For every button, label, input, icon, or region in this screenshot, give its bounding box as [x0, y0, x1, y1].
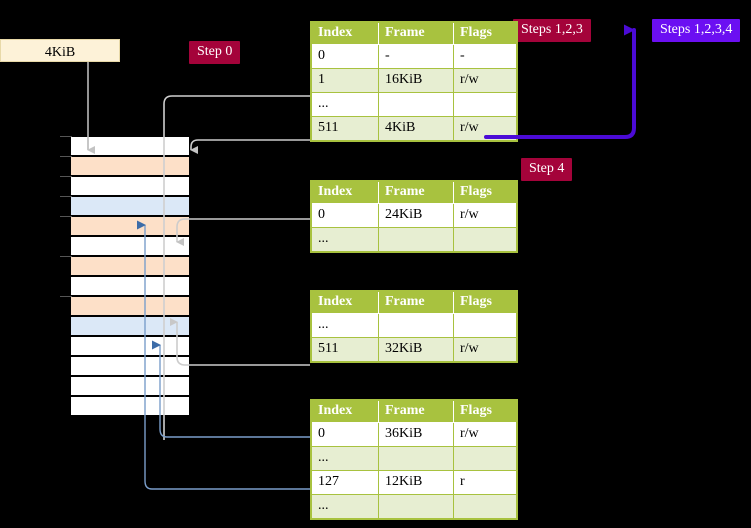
column-header-frame: Frame — [378, 290, 454, 314]
memory-frame-row — [70, 136, 190, 156]
memory-frame-row — [70, 376, 190, 396]
memory-frame-row — [70, 176, 190, 196]
column-header-flags: Flags — [453, 180, 518, 204]
table-cell: 12KiB — [378, 470, 454, 495]
column-header-index: Index — [310, 399, 379, 423]
table-cell: 511 — [310, 337, 379, 363]
table-cell: 4KiB — [378, 116, 454, 142]
table-cell: ... — [310, 92, 379, 117]
table-cell — [453, 446, 518, 471]
memory-size-label: 4KiB — [0, 39, 120, 62]
table-cell — [453, 227, 518, 253]
column-header-flags: Flags — [453, 21, 518, 45]
memory-frame-row — [70, 156, 190, 176]
table-row: ... — [310, 227, 518, 253]
table-cell: 0 — [310, 422, 379, 447]
column-header-frame: Frame — [378, 180, 454, 204]
table-cell: r/w — [453, 422, 518, 447]
table-row: ... — [310, 92, 518, 117]
table-cell: - — [378, 44, 454, 69]
column-header-index: Index — [310, 180, 379, 204]
memory-frame-row — [70, 336, 190, 356]
table-cell: 511 — [310, 116, 379, 142]
table-cell: 127 — [310, 470, 379, 495]
column-header-flags: Flags — [453, 290, 518, 314]
table-cell: ... — [310, 446, 379, 471]
memory-scale-tick — [60, 136, 72, 137]
table-cell: 32KiB — [378, 337, 454, 363]
column-header-index: Index — [310, 290, 379, 314]
table-cell: 0 — [310, 203, 379, 228]
table-cell: 24KiB — [378, 203, 454, 228]
table-cell: ... — [310, 313, 379, 338]
memory-frame-row — [70, 396, 190, 416]
connector-table2-to-memory — [170, 318, 310, 366]
table-cell: 1 — [310, 68, 379, 93]
table-cell: r/w — [453, 203, 518, 228]
table-row: ... — [310, 313, 518, 338]
memory-scale-tick — [60, 176, 72, 177]
column-header-index: Index — [310, 21, 379, 45]
column-header-flags: Flags — [453, 399, 518, 423]
memory-scale-tick — [60, 256, 72, 257]
table-row: ... — [310, 446, 518, 471]
column-header-frame: Frame — [378, 21, 454, 45]
memory-frame-row — [70, 276, 190, 296]
memory-frame-row — [70, 256, 190, 276]
table-row: 0-- — [310, 44, 518, 69]
memory-frame-row — [70, 216, 190, 236]
step-4-badge: Step 4 — [521, 158, 573, 181]
memory-scale-tick — [60, 216, 72, 217]
memory-frame-row — [70, 236, 190, 256]
physical-memory-column — [70, 136, 190, 416]
column-header-frame: Frame — [378, 399, 454, 423]
table-cell: ... — [310, 494, 379, 520]
table-cell: r — [453, 470, 518, 495]
table-cell: r/w — [453, 116, 518, 142]
table-row: ... — [310, 494, 518, 520]
table-cell — [453, 313, 518, 338]
table-cell: - — [453, 44, 518, 69]
table-cell — [378, 494, 454, 520]
table-cell: r/w — [453, 68, 518, 93]
memory-scale-tick — [60, 296, 72, 297]
memory-scale-tick — [60, 156, 72, 157]
memory-frame-row — [70, 296, 190, 316]
connector-table3-to-memory — [176, 218, 310, 246]
table-cell — [378, 227, 454, 253]
table-cell — [378, 313, 454, 338]
step-0-badge: Step 0 — [189, 41, 241, 64]
memory-frame-row — [70, 356, 190, 376]
table-cell: 16KiB — [378, 68, 454, 93]
table-cell — [378, 92, 454, 117]
table-cell: ... — [310, 227, 379, 253]
memory-frame-row — [70, 316, 190, 336]
table-cell: 0 — [310, 44, 379, 69]
steps-1234-badge: Steps 1,2,3,4 — [652, 19, 741, 42]
table-cell — [453, 494, 518, 520]
memory-frame-row — [70, 196, 190, 216]
table-cell: 36KiB — [378, 422, 454, 447]
table-cell: r/w — [453, 337, 518, 363]
steps-123-badge: Steps 1,2,3 — [513, 19, 591, 42]
memory-scale-tick — [60, 196, 72, 197]
table-cell — [378, 446, 454, 471]
table-cell — [453, 92, 518, 117]
